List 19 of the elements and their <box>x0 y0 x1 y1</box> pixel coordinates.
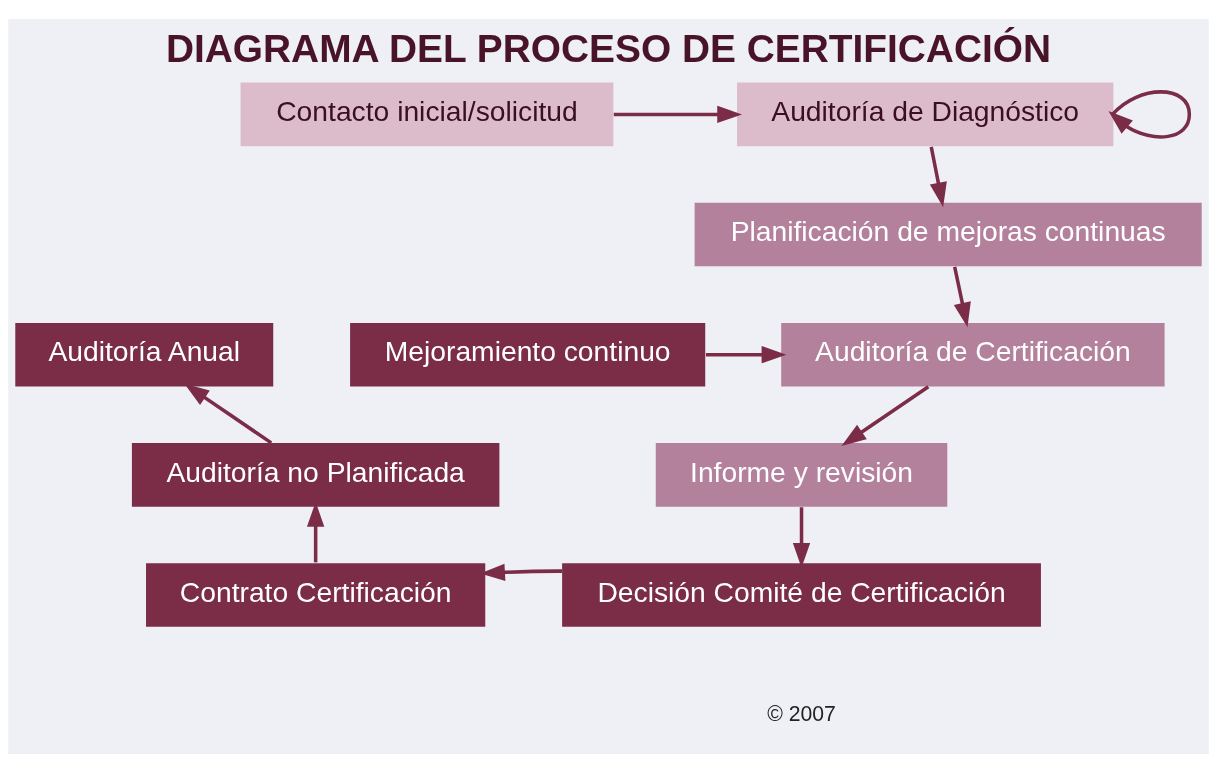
arrow <box>929 145 947 207</box>
node-box: Auditoría de Diagnóstico <box>737 82 1114 146</box>
node-box: Contrato Certificación <box>146 562 486 627</box>
arrow <box>184 383 273 444</box>
arrow <box>952 266 971 327</box>
arrow <box>1108 89 1192 139</box>
node-box: Planificación de mejoras continuas <box>694 202 1202 266</box>
node-box: Auditoría Anual <box>15 322 274 386</box>
node-box: Mejoramiento continuo <box>350 322 706 386</box>
node-box: Auditoría no Planificada <box>131 442 500 507</box>
node-box: Decisión Comité de Certificación <box>562 562 1041 627</box>
arrow <box>613 105 742 123</box>
node-box: Auditoría de Certificación <box>781 322 1165 386</box>
arrow <box>705 345 787 363</box>
node-box: Informe y revisión <box>655 442 948 507</box>
arrow <box>841 384 930 446</box>
node-box: Contacto inicial/solicitud <box>240 82 614 146</box>
diagram-title: DIAGRAMA DEL PROCESO DE CERTIFICACIÓN <box>165 26 1052 70</box>
label: © 2007 <box>767 701 836 725</box>
